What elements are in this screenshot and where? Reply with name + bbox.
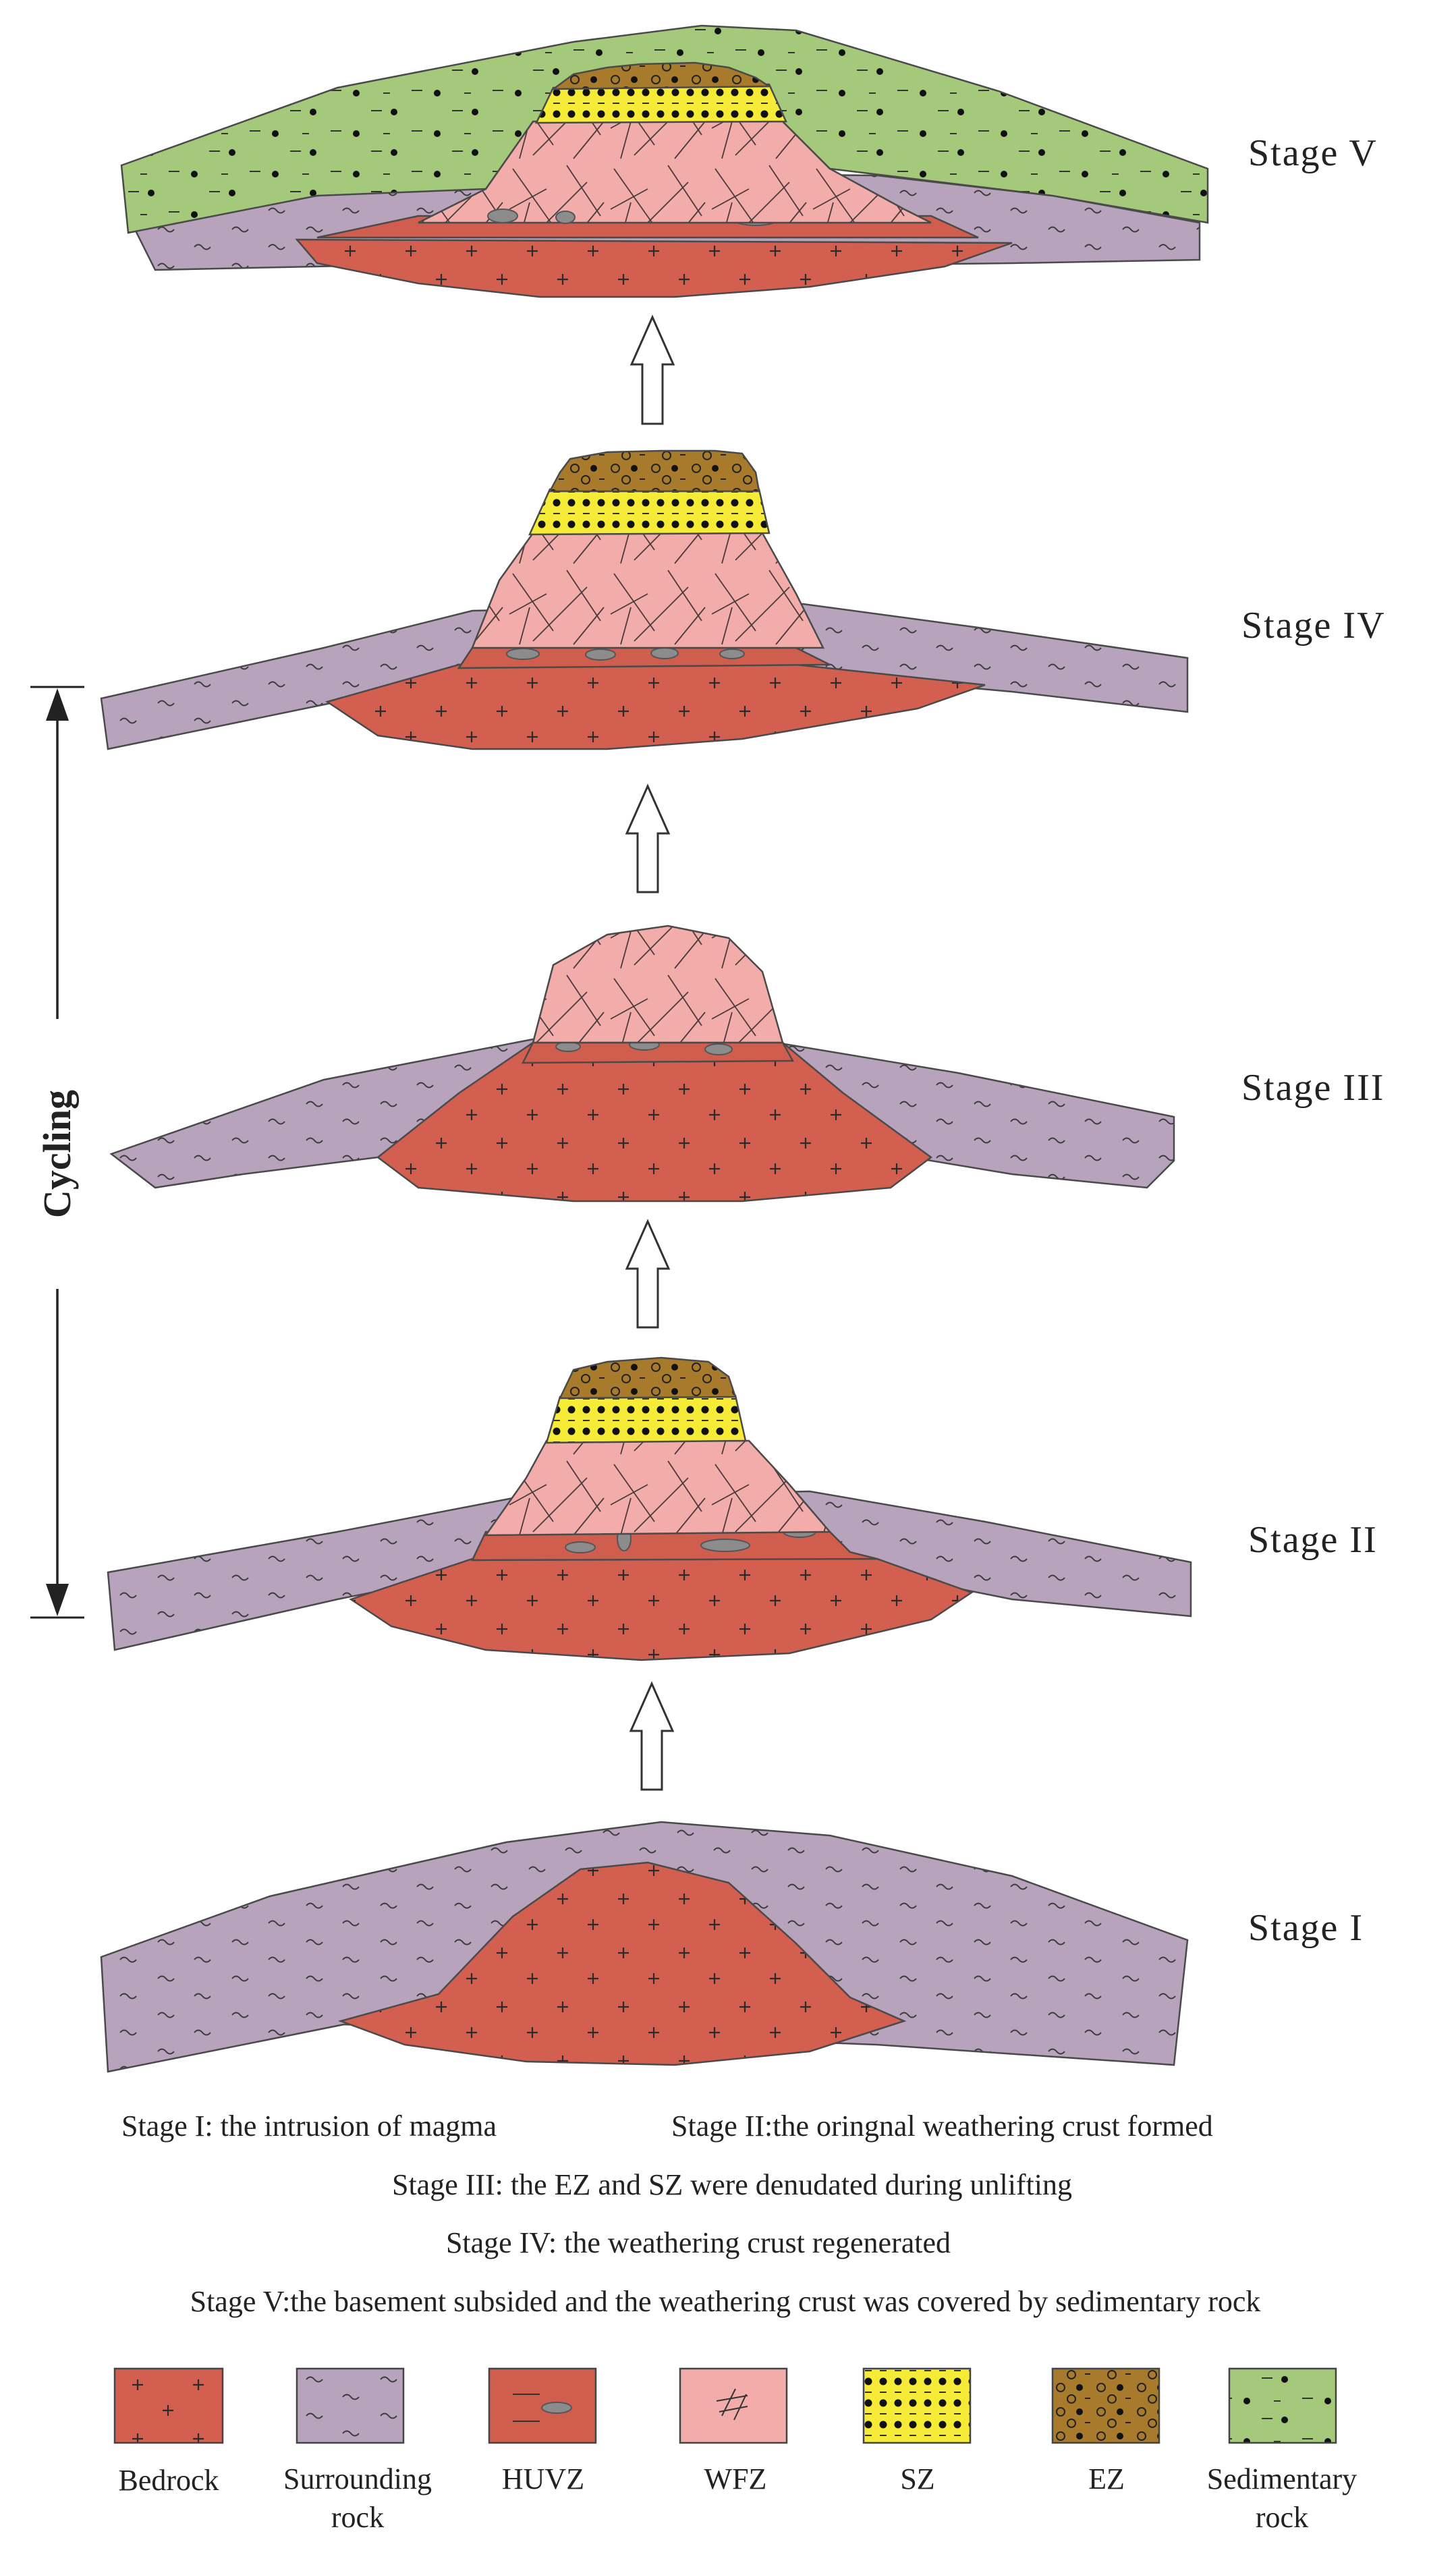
stage-5-ez — [551, 61, 773, 90]
stage-4-label: Stage IV — [1241, 605, 1386, 646]
stage-5-bedrock — [295, 238, 1013, 298]
stage-5-cross-section — [120, 24, 1209, 298]
down-arrowhead-icon — [46, 1584, 69, 1616]
sz-swatch — [862, 2367, 972, 2444]
stage-2-huvz — [471, 1530, 878, 1562]
legend-label-ez: EZ — [1088, 2462, 1125, 2495]
stage-2-huvz-lens — [565, 1541, 596, 1553]
stage-5-label: Stage V — [1248, 132, 1378, 174]
legend-item-huvz: HUVZ — [488, 2367, 597, 2495]
caption-stage-4: Stage IV: the weathering crust regenerat… — [446, 2226, 951, 2259]
stage-2-label: Stage II — [1248, 1519, 1378, 1561]
captions: Stage I: the intrusion of magma Stage II… — [121, 2109, 1260, 2318]
up-arrow-icon — [625, 783, 671, 893]
sedimentary-rock-swatch — [1228, 2367, 1337, 2444]
legend-item-sedimentary-rock: Sedimentary rock — [1207, 2367, 1357, 2534]
legend-item-ez: EZ — [1051, 2367, 1160, 2495]
legend-label-huvz: HUVZ — [502, 2462, 584, 2495]
legend-label-surrounding-rock-line2: rock — [331, 2501, 384, 2534]
stage-5-huvz-lens — [555, 211, 576, 224]
caption-stage-2: Stage II:the oringnal weathering crust f… — [671, 2109, 1213, 2143]
up-arrow-icon — [625, 1219, 671, 1329]
stage-5-huvz-lens — [487, 209, 518, 223]
stage-4-bedrock — [325, 663, 986, 750]
stage-4-sz — [528, 488, 771, 536]
ez-swatch — [1051, 2367, 1160, 2444]
stage-3-bedrock — [376, 1041, 933, 1203]
stage-4-huvz-lens — [585, 648, 616, 661]
stage-3-huvz-lens — [704, 1043, 733, 1055]
legend-label-sedimentary-rock: Sedimentary — [1207, 2462, 1357, 2495]
stage-4-huvz-lens — [506, 648, 540, 660]
stage-4-huvz-lens — [719, 648, 745, 659]
stage-4-wfz — [471, 532, 825, 649]
caption-stage-3: Stage III: the EZ and SZ were denudated … — [392, 2168, 1072, 2201]
stage-2-sz — [545, 1394, 747, 1444]
legend-item-wfz: WFZ — [679, 2367, 788, 2495]
legend: Bedrock Surrounding rock HUVZ WFZ SZ EZ — [113, 2367, 1357, 2534]
stage-2-wfz — [484, 1439, 832, 1537]
caption-stage-5: Stage V:the basement subsided and the we… — [190, 2285, 1261, 2318]
legend-label-sz: SZ — [900, 2462, 934, 2495]
bedrock-swatch — [113, 2367, 224, 2444]
stage-4-ez — [548, 449, 760, 493]
wfz-swatch — [679, 2367, 788, 2444]
huvz-swatch-lens — [541, 2402, 572, 2414]
caption-stage-1: Stage I: the intrusion of magma — [121, 2109, 497, 2143]
up-arrow-icon — [629, 314, 675, 425]
stage-1-cross-section — [100, 1821, 1189, 2073]
legend-label-surrounding-rock: Surrounding — [283, 2462, 432, 2495]
legend-label-wfz: WFZ — [704, 2462, 767, 2495]
legend-label-sedimentary-rock-line2: rock — [1256, 2501, 1308, 2534]
stage-5-sedimentary-rock — [120, 24, 1209, 234]
stage-1-label: Stage I — [1248, 1907, 1364, 1949]
wfz-swatch-fractures — [716, 2388, 748, 2421]
legend-label-bedrock: Bedrock — [118, 2464, 219, 2497]
cycling-indicator: Cycling — [30, 686, 84, 1619]
stage-2-cross-section — [107, 1356, 1192, 1661]
stage-4-huvz-lens — [650, 647, 679, 659]
legend-item-sz: SZ — [862, 2367, 972, 2495]
stage-3-label: Stage III — [1241, 1067, 1384, 1109]
legend-item-bedrock: Bedrock — [113, 2367, 224, 2497]
stage-1-bedrock — [337, 1861, 907, 2066]
up-arrowhead-icon — [46, 688, 69, 721]
legend-item-surrounding-rock: Surrounding rock — [283, 2367, 432, 2534]
stage-2-ez — [559, 1356, 737, 1400]
stage-3-cross-section — [109, 924, 1175, 1203]
stage-2-bedrock — [349, 1557, 974, 1661]
up-arrow-icon — [629, 1681, 675, 1791]
stage-2-huvz-lens — [700, 1539, 750, 1552]
stage-4-cross-section — [100, 449, 1189, 750]
surrounding-rock-swatch — [296, 2367, 405, 2444]
stage-5-sz — [535, 83, 787, 124]
stage-3-wfz — [532, 924, 784, 1044]
cycling-label: Cycling — [35, 1090, 79, 1218]
